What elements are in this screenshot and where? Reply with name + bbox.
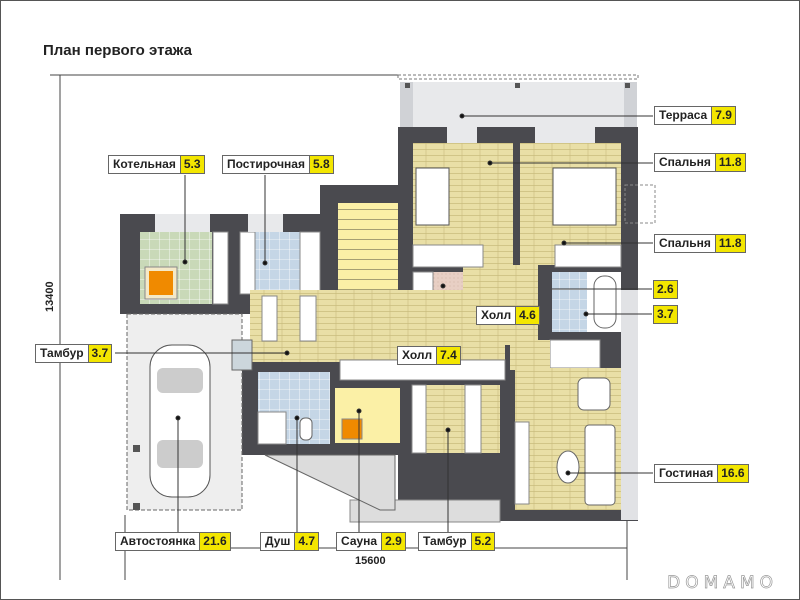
car-icon: [149, 344, 211, 498]
width-dimension: 15600: [355, 555, 386, 567]
leader-lines: [115, 113, 653, 532]
sofa-icon: [584, 424, 616, 506]
height-dimension: 13400: [44, 281, 56, 312]
tv-stand: [514, 421, 530, 505]
bed-icon: [415, 167, 617, 226]
hall-main-floor: [250, 290, 505, 362]
page-title: План первого этажа: [43, 42, 192, 59]
bathtub-icon: [593, 275, 617, 329]
wc-floor: [552, 272, 587, 332]
terrace-area: [397, 74, 639, 127]
boiler-icon: [149, 271, 173, 295]
vestibule-bottom-floor: [412, 385, 500, 453]
watermark: DOMAMO: [667, 573, 778, 594]
label-wc: 2.6: [653, 280, 678, 299]
armchair-icon: [577, 377, 611, 411]
table-icon: [556, 450, 580, 484]
label-bathroom: 3.7: [653, 305, 678, 324]
vestibule-left-floor: [231, 339, 253, 371]
exterior-steps: [264, 454, 396, 511]
